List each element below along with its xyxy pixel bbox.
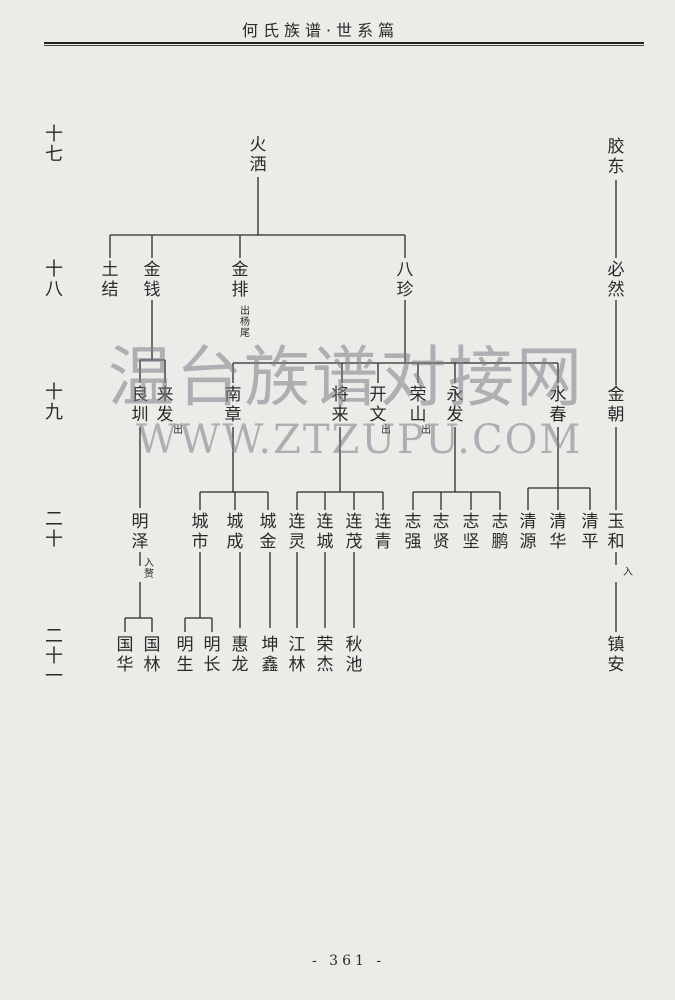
person-qiuchi: 秋池 bbox=[345, 635, 363, 675]
page-number: - 361 - bbox=[312, 953, 386, 969]
generation-18-label: 十八 bbox=[45, 259, 63, 300]
watermark-url: WWW.ZTZUPU.COM bbox=[136, 417, 583, 463]
generation-20-label: 二十 bbox=[45, 509, 63, 550]
note-laifa: 出 bbox=[173, 425, 183, 436]
person-biran: 必然 bbox=[607, 260, 625, 300]
person-qingyuan: 清源 bbox=[519, 512, 537, 552]
person-chengjin: 城金 bbox=[259, 512, 277, 552]
note-yuhe: 入 bbox=[623, 567, 633, 578]
person-guolin: 国林 bbox=[143, 635, 161, 675]
header-rule bbox=[44, 42, 644, 44]
person-huoxi: 火洒 bbox=[249, 135, 267, 175]
person-liangzhao: 良圳 bbox=[131, 385, 149, 425]
generation-21-label: 二十一 bbox=[45, 626, 63, 687]
person-nanzhang: 南章 bbox=[224, 385, 242, 425]
person-laifa: 来发 bbox=[156, 385, 174, 425]
person-chengshi: 城市 bbox=[191, 512, 209, 552]
person-jinqian: 金钱 bbox=[143, 260, 161, 300]
person-lianmao: 连茂 bbox=[345, 512, 363, 552]
person-huilong: 惠龙 bbox=[231, 635, 249, 675]
person-kaiwen: 开文 bbox=[369, 385, 387, 425]
person-tujie: 土结 bbox=[101, 260, 119, 300]
generation-17-label: 十七 bbox=[45, 124, 63, 165]
person-zhixian: 志贤 bbox=[432, 512, 450, 552]
note-jinpai: 出杨尾 bbox=[240, 306, 250, 339]
person-shuichun: 水春 bbox=[549, 385, 567, 425]
person-kunxin: 坤鑫 bbox=[261, 635, 279, 675]
generation-19-label: 十九 bbox=[45, 382, 63, 423]
watermark-title: 温台族谱对接网 bbox=[108, 339, 584, 416]
person-zhijian: 志坚 bbox=[462, 512, 480, 552]
person-lianling: 连灵 bbox=[288, 512, 306, 552]
person-jianglai: 将来 bbox=[331, 385, 349, 425]
person-mingze: 明泽 bbox=[131, 512, 149, 552]
person-guohua: 国华 bbox=[116, 635, 134, 675]
person-jianglin: 江林 bbox=[288, 635, 306, 675]
person-mingchang: 明长 bbox=[203, 635, 221, 675]
person-lianqing: 连青 bbox=[374, 512, 392, 552]
person-zhipeng: 志鹏 bbox=[491, 512, 509, 552]
note-rongshan: 出 bbox=[421, 425, 431, 436]
person-jinchao: 金朝 bbox=[607, 385, 625, 425]
person-yuhe: 玉和 bbox=[607, 512, 625, 552]
note-mingze: 入赘 bbox=[144, 558, 154, 580]
person-liancheng: 连城 bbox=[316, 512, 334, 552]
person-bazhen: 八珍 bbox=[396, 260, 414, 300]
person-jinpai: 金排 bbox=[231, 260, 249, 300]
person-mingsheng: 明生 bbox=[176, 635, 194, 675]
person-rongshan: 荣山 bbox=[409, 385, 427, 425]
person-rongjie: 荣杰 bbox=[316, 635, 334, 675]
person-jiaodong: 胶东 bbox=[607, 137, 625, 177]
person-zhenan: 镇安 bbox=[607, 635, 625, 675]
page-header: 何氏族谱·世系篇 bbox=[242, 21, 400, 40]
note-kaiwen: 出 bbox=[381, 425, 391, 436]
person-qingping: 清平 bbox=[581, 512, 599, 552]
header-rule-thin bbox=[44, 45, 644, 46]
person-zhiqiang: 志强 bbox=[404, 512, 422, 552]
person-yongfa: 永发 bbox=[446, 385, 464, 425]
person-qinghua: 清华 bbox=[549, 512, 567, 552]
person-chengcheng: 城成 bbox=[226, 512, 244, 552]
